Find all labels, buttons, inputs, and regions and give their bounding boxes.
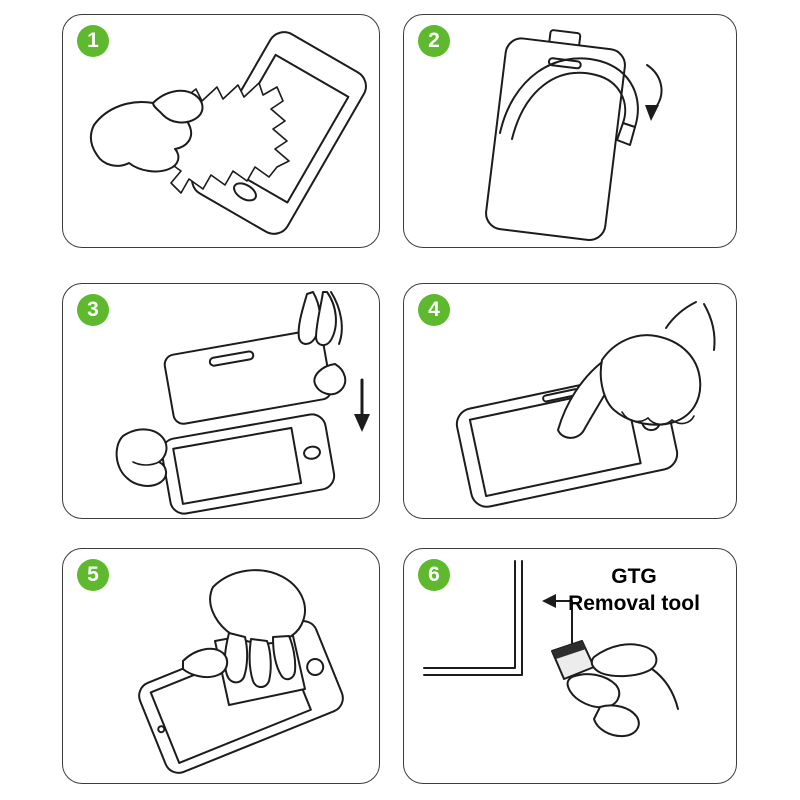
panel-step-5: 5 (62, 548, 380, 784)
peeling-layer (499, 57, 639, 146)
peel-film-illustration (485, 29, 663, 241)
step-number-badge: 3 (77, 294, 109, 326)
protector-film (485, 29, 626, 241)
step-number-badge: 6 (418, 559, 450, 591)
hand (182, 569, 306, 688)
protector-sheet (163, 329, 333, 425)
smooth-card-illustration (138, 569, 344, 774)
removal-tool-illustration (423, 560, 679, 738)
panel-step-3: 3 (62, 283, 380, 519)
pinching-hand (566, 643, 679, 738)
removal-tool-label: GTG Removal tool (544, 563, 724, 618)
step-number-badge: 2 (418, 25, 450, 57)
removal-tool-label-line2: Removal tool (568, 592, 700, 616)
align-protector-illustration (115, 291, 370, 515)
press-screen-illustration (455, 301, 716, 508)
step-number-badge: 5 (77, 559, 109, 591)
step-number-badge: 1 (77, 25, 109, 57)
step-number-badge: 4 (418, 294, 450, 326)
panel-step-6: 6 GTG Removal tool (403, 548, 737, 784)
left-hand (115, 428, 168, 487)
curved-arrow (645, 64, 663, 121)
protector-corner (423, 560, 523, 676)
phone (160, 413, 336, 515)
hand (89, 89, 204, 173)
removal-tool-label-line1: GTG (611, 565, 657, 588)
panel-step-4: 4 (403, 283, 737, 519)
clean-screen-illustration (89, 31, 367, 235)
pointer-arrow (542, 594, 573, 644)
right-hand (297, 291, 347, 396)
panel-step-1: 1 (62, 14, 380, 248)
pressing-hand (557, 301, 716, 439)
down-arrow (354, 378, 370, 432)
panel-step-2: 2 (403, 14, 737, 248)
